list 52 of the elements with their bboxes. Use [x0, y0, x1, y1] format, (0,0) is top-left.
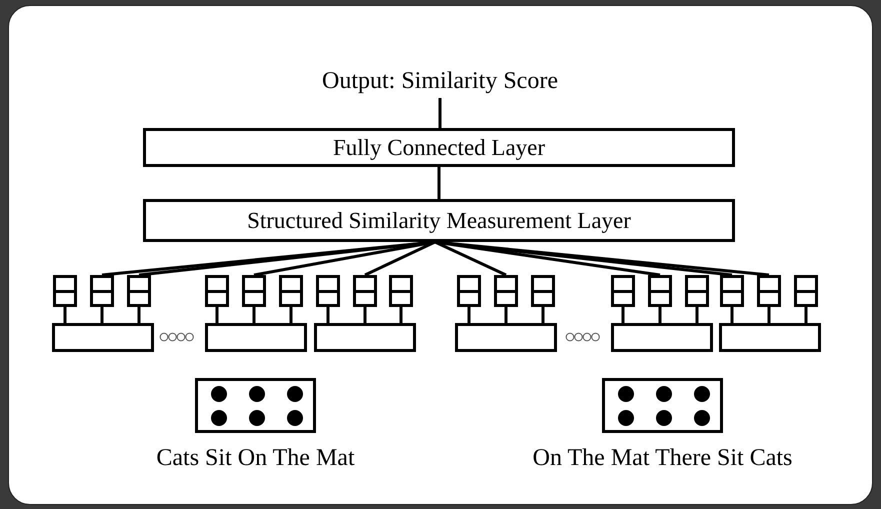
connector-line	[696, 307, 698, 323]
split-unit-box	[205, 275, 229, 307]
group-box	[455, 323, 557, 352]
connector-line	[400, 307, 402, 323]
group-box	[611, 323, 713, 352]
output-label: Output: Similarity Score	[240, 68, 640, 98]
connector-line	[438, 98, 442, 128]
split-unit-box	[457, 275, 481, 307]
connector-line	[100, 307, 104, 323]
split-unit-box	[316, 275, 340, 307]
split-unit-box	[685, 275, 709, 307]
split-unit-box	[279, 275, 303, 307]
connector-line	[252, 307, 256, 323]
group-box	[205, 323, 307, 352]
split-unit-box	[90, 275, 114, 307]
connector-line	[364, 240, 436, 276]
split-unit-box	[242, 275, 266, 307]
layer-box: Structured Similarity Measurement Layer	[143, 199, 735, 242]
split-unit-box	[353, 275, 377, 307]
sentence-caption: Cats Sit On The Mat	[156, 445, 355, 472]
split-unit-box	[794, 275, 818, 307]
connector-line	[468, 307, 470, 323]
connector-line	[804, 307, 808, 323]
split-unit-box	[611, 275, 635, 307]
connector-line	[542, 307, 544, 323]
connector-line	[216, 307, 218, 323]
split-unit-box	[648, 275, 672, 307]
group-box	[52, 323, 154, 352]
split-unit-box	[720, 275, 744, 307]
split-unit-box	[494, 275, 518, 307]
connector-line	[290, 307, 292, 323]
connector-line	[768, 307, 770, 323]
connector-line	[504, 307, 508, 323]
group-box	[314, 323, 416, 352]
split-unit-box	[389, 275, 413, 307]
connector-line	[138, 307, 140, 323]
split-unit-box	[127, 275, 151, 307]
layer-box: Fully Connected Layer	[143, 128, 735, 167]
group-box	[719, 323, 821, 352]
connector-line	[364, 307, 366, 323]
connector-line	[622, 307, 624, 323]
connector-line	[434, 240, 660, 276]
connector-line	[326, 307, 330, 323]
connector-line	[730, 307, 734, 323]
connector-line	[438, 167, 440, 199]
connector-line	[64, 307, 66, 323]
connector-line	[434, 240, 507, 276]
split-unit-box	[757, 275, 781, 307]
connector-line	[658, 307, 662, 323]
split-unit-box	[531, 275, 555, 307]
split-unit-box	[53, 275, 77, 307]
sentence-caption: On The Mat There Sit Cats	[532, 445, 792, 472]
